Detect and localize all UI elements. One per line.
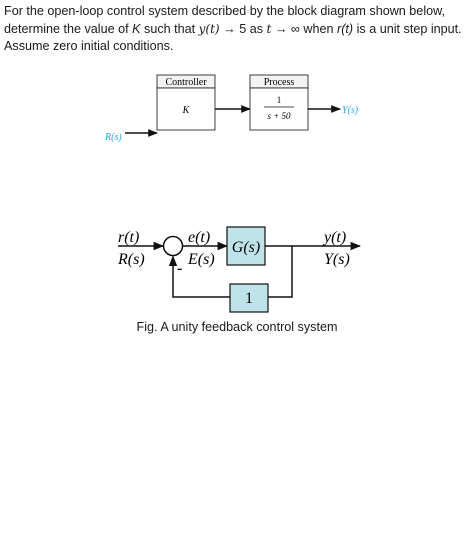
h-block-label: 1 <box>245 290 253 307</box>
problem-statement: For the open-loop control system describ… <box>4 3 470 56</box>
input-label-rs: R(s) <box>104 132 122 143</box>
label-E-s: E(s) <box>187 251 215 268</box>
output-label-ys: Y(s) <box>342 105 359 116</box>
input-symbol: r(t) <box>337 21 354 36</box>
process-title: Process <box>264 77 295 88</box>
g-block-label: G(s) <box>232 239 260 256</box>
problem-line-3: Assume zero initial conditions. <box>4 39 174 53</box>
label-y-t: y(t) <box>322 229 346 246</box>
text-segment: such that <box>140 21 199 36</box>
controller-block: Controller K <box>156 74 216 131</box>
summing-junction <box>162 235 184 257</box>
process-numerator: 1 <box>277 95 282 105</box>
label-R-s: R(s) <box>117 251 145 268</box>
controller-title: Controller <box>165 77 207 88</box>
process-denominator: s + 50 <box>267 111 291 121</box>
minus-sign: - <box>177 260 182 277</box>
process-body <box>249 87 309 131</box>
text-segment: determine the value of <box>4 21 133 36</box>
problem-line-2: determine the value of K such that y(t) … <box>4 21 470 39</box>
text-segment: → ∞ when <box>271 21 338 36</box>
gain-symbol: K <box>132 21 141 36</box>
label-r-t: r(t) <box>118 229 139 246</box>
label-Y-s: Y(s) <box>324 251 350 268</box>
text-segment: → 5 as <box>219 21 267 36</box>
feedback-path-right <box>268 246 293 298</box>
feedback-diagram: r(t) R(s) e(t) E(s) G(s) y(t) Y(s) 1 - <box>117 226 362 313</box>
figure-caption: Fig. A unity feedback control system <box>136 320 338 334</box>
g-block <box>226 226 266 266</box>
open-loop-diagram: R(s) Controller K Process 1 s + 50 Y(s) <box>104 74 359 143</box>
label-e-t: e(t) <box>188 229 210 246</box>
process-block: Process 1 s + 50 <box>249 74 309 131</box>
problem-line-1: For the open-loop control system describ… <box>4 4 446 18</box>
controller-gain: K <box>182 105 191 116</box>
h-block <box>229 283 269 313</box>
text-segment: is a unit step input. <box>353 21 462 36</box>
output-symbol: y(t) <box>198 21 220 36</box>
time-symbol: t <box>266 21 272 36</box>
feedback-path-left <box>168 255 230 298</box>
